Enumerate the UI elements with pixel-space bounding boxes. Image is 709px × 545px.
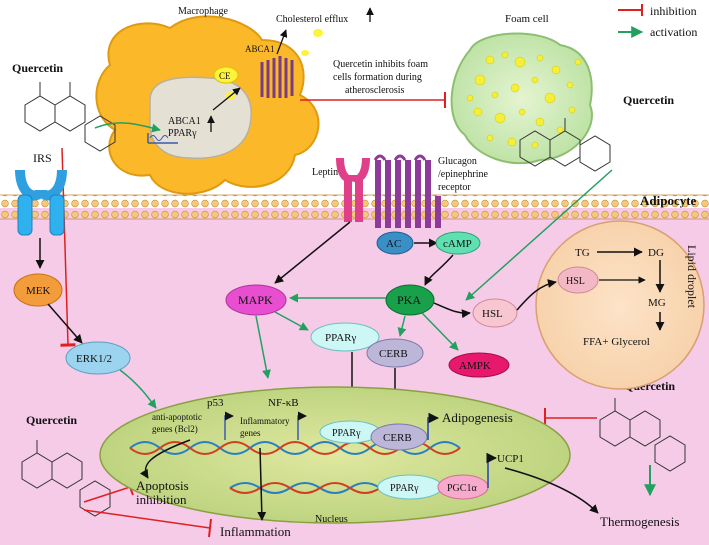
inflammatory-line-2: genes	[240, 428, 261, 438]
ac-node	[376, 231, 414, 255]
efflux-label: Cholesterol efflux	[276, 14, 348, 25]
erk-node	[65, 341, 131, 375]
p53-label: p53	[207, 397, 224, 409]
lipid-hsl-label: HSL	[566, 276, 585, 287]
irs-receptor	[15, 169, 67, 236]
mapk-node	[225, 284, 287, 316]
ce-droplet	[213, 66, 239, 84]
ppar-label: PPARγ	[325, 332, 357, 344]
nucleus-title: Nucleus	[315, 514, 348, 525]
legend-inhibition: inhibition	[650, 4, 697, 18]
note-line-2: cells formation during	[333, 72, 422, 83]
quercetin-molecule-2	[519, 118, 611, 172]
abca1-transporter	[260, 56, 294, 98]
quercetin-molecule-4	[21, 440, 111, 517]
mg-label: MG	[648, 297, 666, 309]
glucagon-line-3: receptor	[438, 182, 471, 193]
glucagon-line-1: Glucagon	[438, 156, 477, 167]
inflammatory-line-1: Inflammatory	[240, 416, 290, 426]
anti-apoptotic-line-1: anti-apoptotic	[152, 412, 202, 422]
cerb-node	[366, 338, 424, 368]
adipogenesis-label: Adipogenesis	[442, 410, 513, 425]
dg-label: DG	[648, 247, 664, 259]
foam-cell: Foam cell	[450, 13, 593, 165]
quercetin-label-1: Quercetin	[12, 61, 63, 75]
lipid-droplet: Lipid droplet TG DG HSL MG FFA+ Glycerol	[535, 220, 705, 390]
nucleus-ppar-bottom: PPARγ	[390, 483, 419, 494]
nucleus-ppar-label: PPARγ	[168, 128, 197, 139]
quercetin-molecule-1	[24, 82, 116, 152]
pka-node	[385, 284, 435, 316]
cerb-label: CERB	[379, 348, 408, 360]
hsl-label: HSL	[482, 308, 503, 320]
nucleus-cerb: CERB	[383, 432, 412, 444]
glucagon-receptor	[373, 154, 441, 228]
adipocyte-label: Adipocyte	[640, 193, 697, 208]
mek-label: MEK	[26, 285, 51, 297]
mek-node	[13, 273, 63, 307]
ampk-node	[448, 352, 510, 378]
leptin-receptor	[336, 157, 370, 222]
apoptosis-label: Apoptosis	[136, 478, 189, 493]
inflammation-label: Inflammation	[220, 524, 291, 539]
camp-label: cAMP	[443, 238, 472, 250]
macrophage: Macrophage ABCA1 CE Cholesterol efflux A…	[95, 6, 446, 195]
lipid-droplet-title: Lipid droplet	[685, 245, 699, 309]
macrophage-title: Macrophage	[178, 6, 229, 17]
note-line-1: Quercetin inhibits foam	[333, 59, 428, 70]
nfkb-label: NF-κB	[268, 397, 299, 409]
camp-node	[435, 231, 481, 255]
cell-membrane	[0, 195, 709, 219]
ucp1-label: UCP1	[497, 453, 524, 465]
quercetin-label-4: Quercetin	[26, 413, 77, 427]
nucleus: Nucleus p53 NF-κB anti-apoptotic genes (…	[99, 386, 571, 525]
foam-cell-title: Foam cell	[505, 13, 549, 25]
ac-label: AC	[386, 238, 401, 250]
ppar-node	[310, 322, 380, 352]
erk-label: ERK1/2	[76, 353, 112, 365]
thermogenesis-label: Thermogenesis	[600, 514, 679, 529]
abca1-membrane-label: ABCA1	[245, 44, 275, 54]
ce-label: CE	[219, 71, 231, 81]
nucleus-abca1-label: ABCA1	[168, 116, 201, 127]
quercetin-label-2: Quercetin	[623, 93, 674, 107]
apoptosis-inhibition-label: inhibition	[136, 492, 187, 507]
ffa-label: FFA+ Glycerol	[583, 336, 650, 348]
nucleus-ppar-top: PPARγ	[332, 428, 361, 439]
glucagon-line-2: /epinephrine	[438, 169, 489, 180]
legend: inhibition activation	[618, 4, 697, 39]
leptin-label: Leptin	[312, 167, 338, 178]
nucleus-pgc: PGC1α	[447, 483, 477, 494]
mapk-label: MAPK	[238, 293, 273, 307]
tg-label: TG	[575, 247, 590, 259]
pka-label: PKA	[397, 293, 421, 307]
hsl-node	[472, 298, 518, 328]
ampk-label: AMPK	[459, 360, 491, 372]
legend-activation: activation	[650, 25, 697, 39]
irs-label: IRS	[33, 151, 52, 165]
note-line-3: atherosclerosis	[345, 85, 405, 96]
anti-apoptotic-line-2: genes (Bcl2)	[152, 424, 198, 434]
quercetin-molecule-3	[599, 398, 686, 472]
